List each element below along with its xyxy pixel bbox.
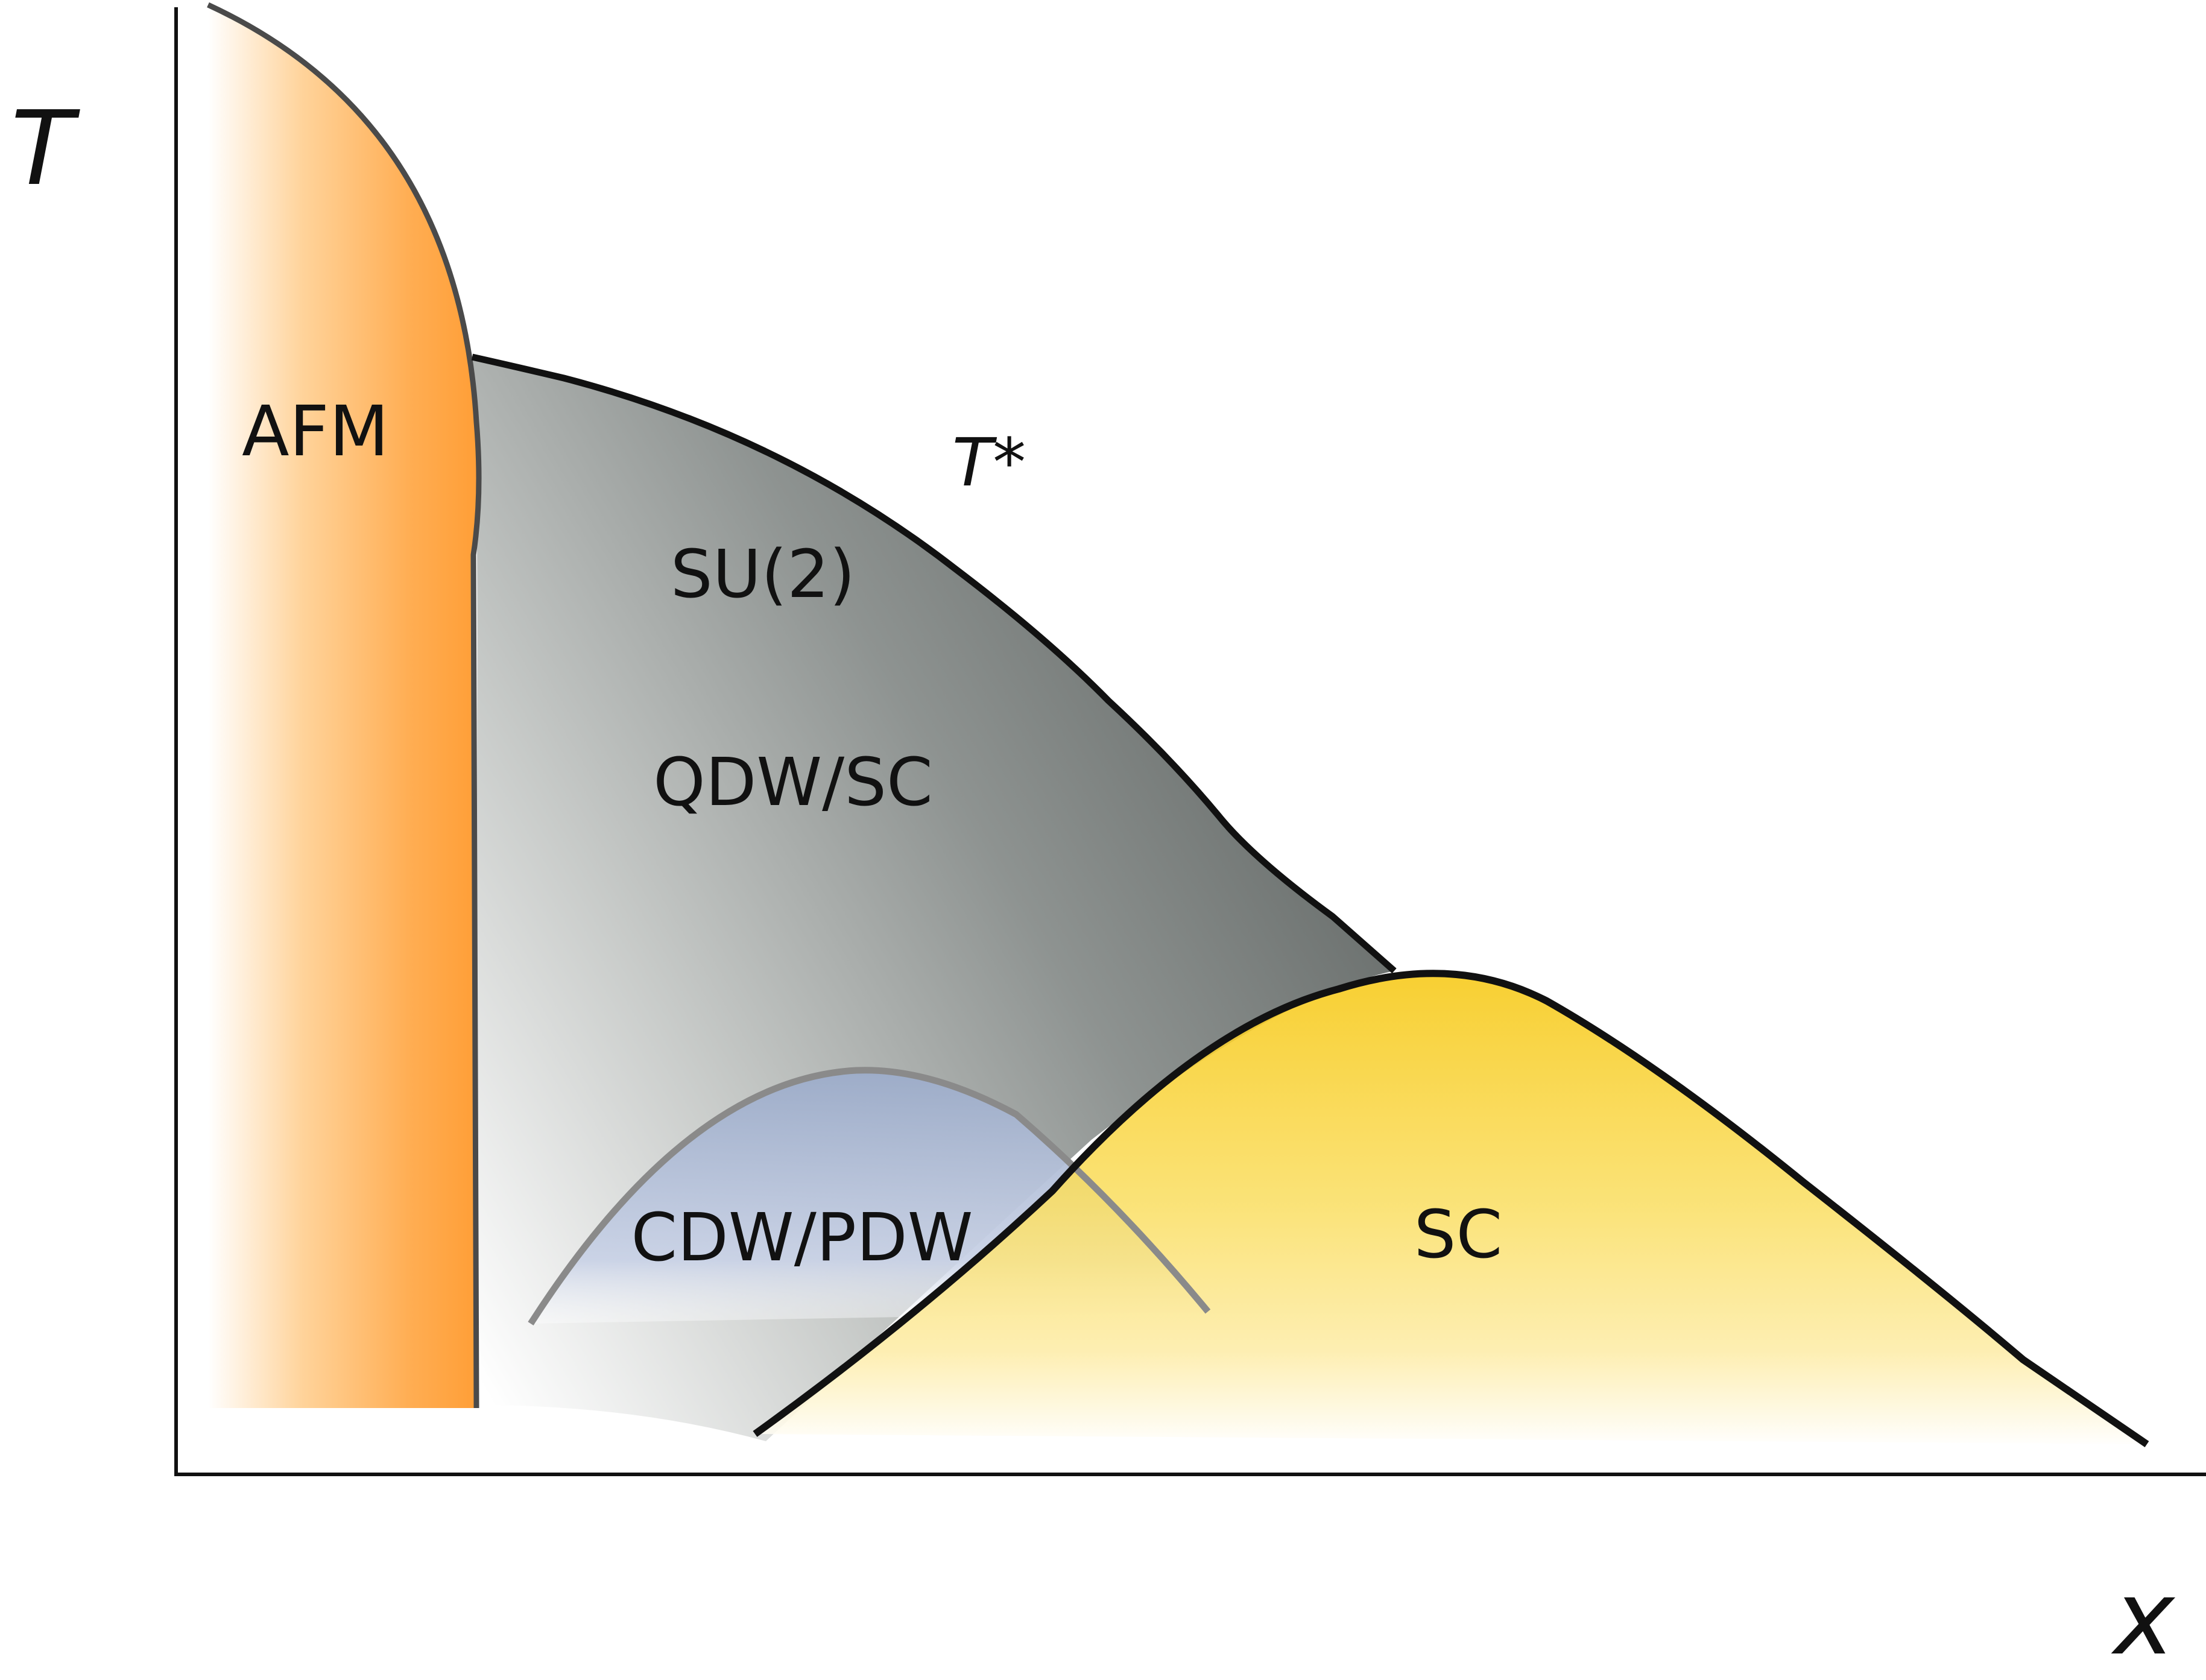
sc-region [755, 973, 2147, 1444]
qdw-sc-label: QDW/SC [653, 744, 933, 821]
sc-dome-line [753, 970, 2149, 1447]
cdw-pdw-boundary-line [528, 1067, 1211, 1325]
sc-label: SC [1414, 1196, 1503, 1273]
su2-label: SU(2) [671, 535, 855, 613]
t-star-label: T* [952, 424, 1026, 501]
afm-region [208, 5, 479, 1408]
cdw-pdw-label: CDW/PDW [631, 1199, 973, 1276]
afm-label: AFM [242, 391, 389, 472]
afm-boundary-line [207, 2, 482, 1409]
y-axis-label: T [11, 89, 80, 209]
t-star-line [471, 353, 1397, 974]
x-axis-label: x [2111, 1559, 2176, 1678]
